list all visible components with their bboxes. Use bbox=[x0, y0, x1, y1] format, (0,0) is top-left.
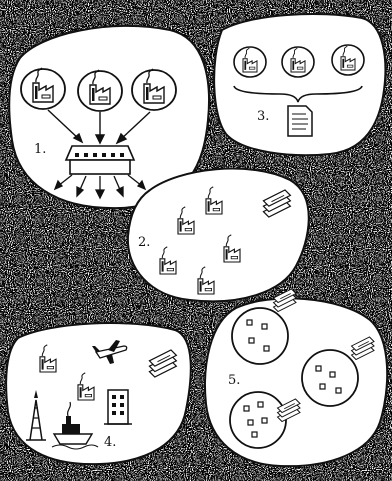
document-icon bbox=[288, 106, 312, 136]
panel-4-label: 4. bbox=[104, 435, 116, 450]
panel-3: 3. bbox=[214, 14, 385, 155]
panel-5-label: 5. bbox=[228, 373, 240, 388]
panel-1-label: 1. bbox=[34, 142, 46, 157]
high-rise-building-icon bbox=[104, 390, 132, 424]
panel-4: 4. bbox=[6, 323, 191, 464]
office-building-icon bbox=[66, 146, 134, 174]
panel-2: 2. bbox=[128, 169, 309, 302]
panel-3-label: 3. bbox=[257, 109, 269, 124]
panel-2-label: 2. bbox=[138, 235, 150, 250]
panel-5: 5. bbox=[205, 289, 387, 466]
